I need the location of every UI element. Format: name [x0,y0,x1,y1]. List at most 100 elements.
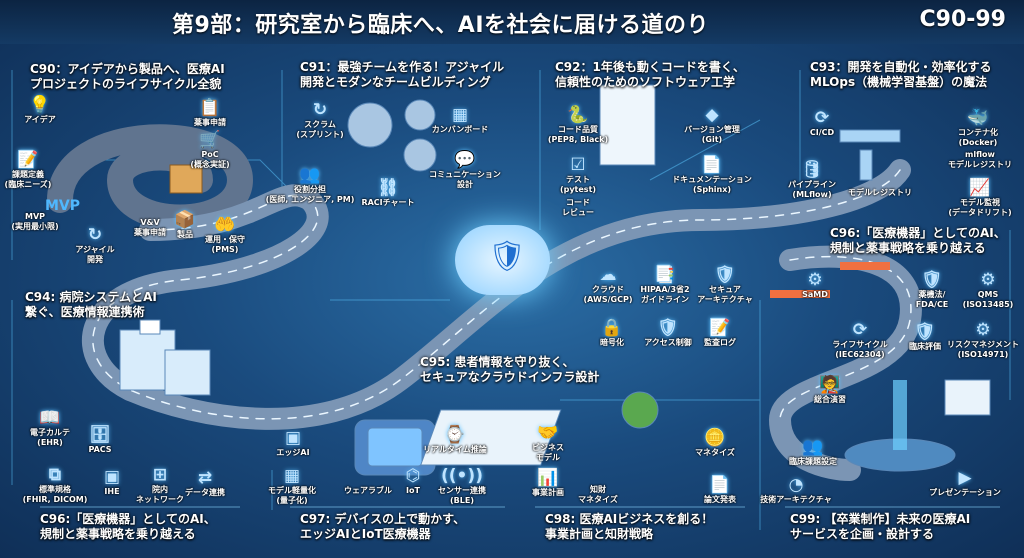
database-icon: 🛢 [801,160,823,180]
topic-item: ▶プレゼンテーション [929,468,1001,498]
server-icon: 🗄 [89,425,111,445]
shield-check-icon: 🛡 [657,318,679,338]
topic-item: 🤝ビジネス モデル [532,423,564,463]
git-icon: ◆ [705,105,719,125]
topic-item: 🛢パイプライン (MLflow) [788,160,836,200]
topic-item: 📑HIPAA/3省2 ガイドライン [640,265,689,305]
heading-line: C94: 病院システムとAI [25,290,157,304]
topic-label: 論文発表 [704,495,736,504]
topic-item: 🔒暗号化 [600,318,624,348]
topic-label: クラウド (AWS/GCP) [583,285,633,304]
topic-label: MVP (実用最小限) [11,212,59,231]
kanban-icon: ▦ [451,105,469,125]
topic-label: 薬事申請 [194,118,226,127]
topic-item: ↻アジャイル 開発 [75,225,114,265]
topic-item: ▣IHE [104,467,120,497]
iot-icon: ⌬ [405,466,421,486]
section-heading-c92: C92：1年後も動くコードを書く、信頼性のためのソフトウェア工学 [555,60,745,90]
topic-label: 事業計画 [532,488,564,497]
topic-label: ビジネス モデル [532,443,564,462]
topic-label: バージョン管理 (Git) [684,125,740,144]
topic-item: ▣エッジAI [276,428,309,458]
docker-icon: 🐳 [967,108,989,128]
topic-item: ☑テスト (pytest) [560,155,596,195]
topic-label: ライフサイクル (IEC62304) [832,340,888,359]
topic-label: 臨床課題設定 [789,457,837,466]
topic-label: 院内 ネットワーク [136,485,184,504]
topic-label: HIPAA/3省2 ガイドライン [640,285,690,304]
topic-item: 🐳コンテナ化 (Docker) [958,108,998,148]
chip-icon: ▣ [284,428,302,448]
topic-label: エッジAI [276,448,310,457]
topic-item: 📄論文発表 [704,475,736,505]
section-heading-c96a: C96:「医療機器」としてのAI、規制と薬事戦略を乗り越える [830,226,1006,256]
topic-label: PACS [88,445,112,454]
heading-line: C92：1年後も動くコードを書く、 [555,60,745,74]
topic-item: ⚙リスクマネジメント (ISO14971) [947,320,1019,360]
topic-item: ▦モデル軽量化 (量子化) [268,466,316,506]
topic-item: 🛡薬機法/ FDA/CE [916,270,949,310]
gear-icon: ⚙ [975,320,991,340]
topic-label: コード レビュー [562,198,594,217]
topic-item: ⟳ライフサイクル (IEC62304) [832,320,888,360]
signal-icon: ((•)) [441,466,483,486]
topic-label: テスト (pytest) [559,175,597,194]
shield-icon: 🛡 [914,322,936,342]
presenter-icon: 🧑‍🏫 [819,375,841,395]
gauge-icon: ◔ [788,475,804,495]
python-icon: 🐍 [567,105,589,125]
clipboard-icon: 📝 [17,150,39,170]
topic-label: モデルレジストリ [848,188,912,197]
topic-item: 📋薬事申請 [194,98,226,128]
checkbox-icon: ☑ [570,155,586,175]
topic-item: 👥役割分担 (医師, エンジニア, PM) [266,165,355,205]
topic-label: RACIチャート [361,198,415,207]
topic-label: ウェアラブル [344,486,392,495]
topic-label: モデル軽量化 (量子化) [268,486,316,505]
topic-item: 🧑‍🏫総合演習 [814,375,846,405]
topic-label: 監査ログ [704,338,736,347]
topic-label: 課題定義 (臨床ニーズ) [4,170,52,189]
topic-label: PoC (概念実証) [190,150,230,169]
topic-label: アイデア [24,115,56,124]
heading-line: C90：アイデアから製品へ、医療AI [30,62,225,76]
topic-label: 電子カルテ (EHR) [30,428,70,447]
watch-icon: ⌚ [444,425,466,445]
topic-label: コンテナ化 (Docker) [958,128,998,147]
topic-item: ⚙QMS (ISO13485) [963,270,1014,310]
log-icon: 📝 [709,318,731,338]
cloud-icon: ☁ [599,265,617,285]
topic-label: 臨床評価 [909,342,941,351]
link-icon: ⧉ [48,465,62,485]
badge-icon: 🛡 [921,270,943,290]
topic-item: ⟳CI/CD [810,108,834,138]
heading-line: C93：開発を自動化・効率化する [810,60,992,74]
heading-line: セキュアなクラウドインフラ設計 [420,370,600,384]
topic-item: 🪙マネタイズ [695,428,735,458]
heading-line: 開発とモダンなチームビルディング [300,75,491,89]
heading-line: C97: デバイスの上で動かす、 [300,512,466,526]
cycle-icon: ⟳ [852,320,868,340]
chip-icon: ▣ [103,467,121,487]
topic-label: 技術アーキテクチャ [760,495,832,504]
topic-label: 総合演習 [814,395,846,404]
heading-line: プロジェクトのライフサイクル全貌 [30,77,222,91]
topic-item: ⛓RACIチャート [361,178,414,208]
cart-icon: 🛒 [199,130,221,150]
topic-label: センサー連携 (BLE) [438,486,486,505]
page-title: 第9部：研究室から臨床へ、AIを社会に届ける道のり [172,13,710,38]
topic-label: 暗号化 [600,338,624,347]
section-heading-c91: C91：最強チームを作る！アジャイル開発とモダンなチームビルディング [300,60,504,90]
topic-item: 🐍コード品質 (PEP8, Black) [548,105,608,145]
topic-label: リスクマネジメント (ISO14971) [947,340,1019,359]
chip-icon: ▦ [283,466,301,486]
chart-icon: 📊 [537,468,559,488]
topic-label: CI/CD [809,128,835,137]
topic-item: ▦カンバンボード [432,105,488,135]
topic-item: 🛡臨床評価 [909,322,941,352]
team-icon: 👥 [802,437,824,457]
